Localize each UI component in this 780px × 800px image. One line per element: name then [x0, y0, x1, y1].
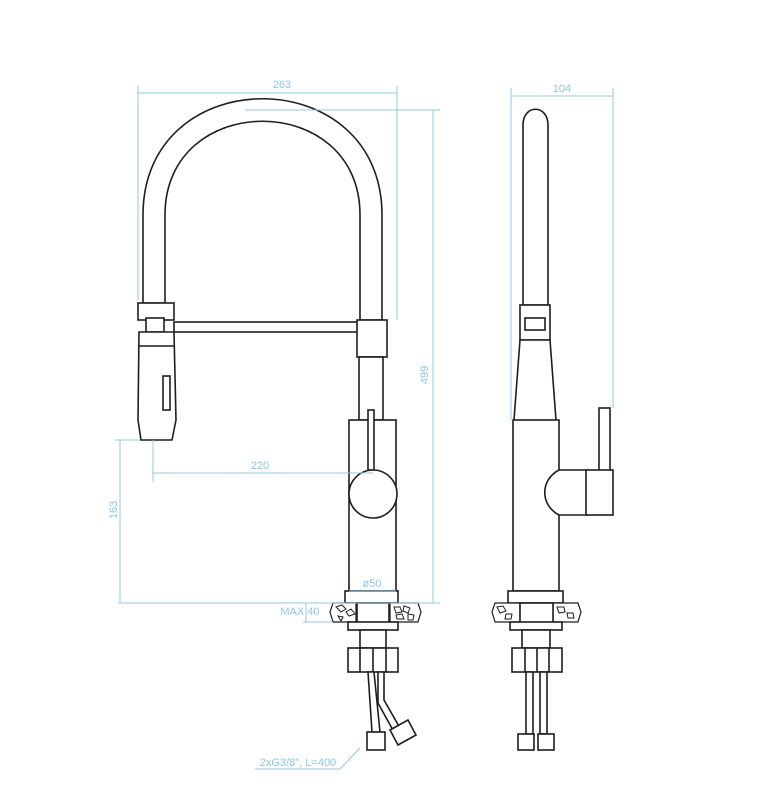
- connecting-bar: [173, 321, 359, 333]
- dim-hoses: 2xG3/8", L=400: [260, 757, 336, 769]
- side-lever-handle: [585, 469, 614, 516]
- hose-right: [377, 671, 402, 734]
- base-plate: [344, 590, 399, 604]
- spout-arc: [142, 97, 383, 321]
- spray-button: [162, 375, 171, 411]
- mounting-shank: [356, 602, 390, 624]
- front-view: [137, 97, 422, 751]
- dim-depth-104: 104: [553, 83, 571, 95]
- dim-spout-height-163: 163: [108, 501, 120, 519]
- dim-height-499: 499: [419, 366, 431, 384]
- hose-fitting-right: [388, 718, 418, 747]
- lever-hub: [348, 469, 398, 519]
- spout-collar: [356, 319, 388, 358]
- dim-reach-220: 220: [251, 460, 269, 472]
- side-lever-rod: [598, 407, 611, 473]
- dimension-lines: [115, 86, 614, 770]
- side-spout: [522, 108, 549, 306]
- hose-fitting-left: [366, 731, 386, 751]
- dim-max-thickness: MAX 40: [280, 606, 319, 618]
- spray-head-clip: [145, 317, 165, 333]
- dim-width-263: 263: [273, 79, 291, 91]
- dim-base-diameter: ø50: [363, 578, 382, 590]
- side-lever-cone: [544, 469, 589, 516]
- lever-rod: [367, 409, 375, 471]
- side-view: [491, 108, 614, 751]
